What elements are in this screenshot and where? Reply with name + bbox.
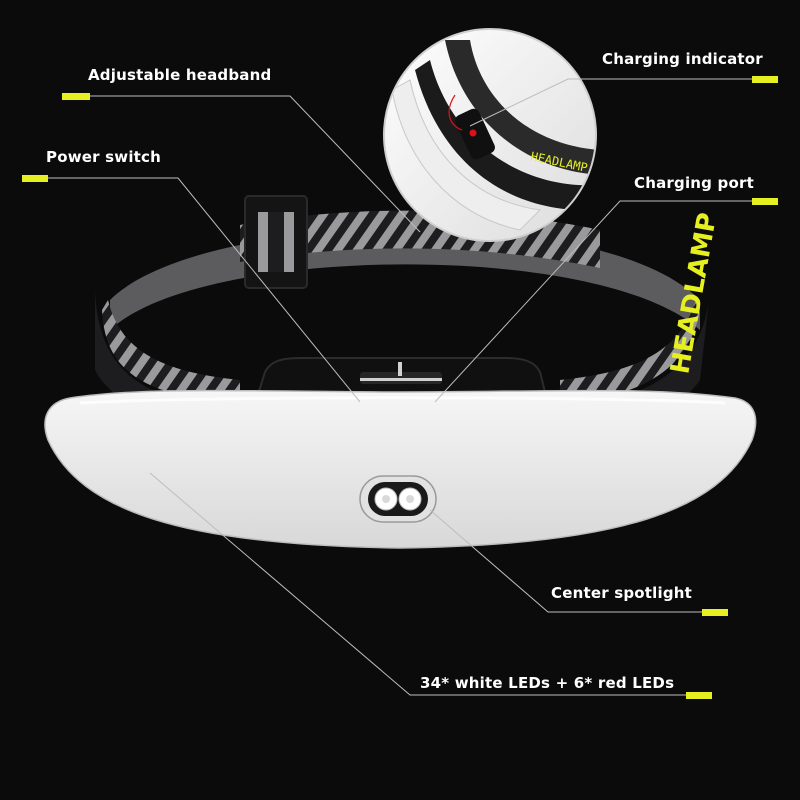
marker-power xyxy=(22,175,48,182)
marker-leds xyxy=(686,692,712,699)
leader-headband xyxy=(90,95,421,233)
label-center-spotlight: Center spotlight xyxy=(551,584,693,602)
leader-lines xyxy=(48,78,778,696)
marker-headband xyxy=(62,93,90,100)
headband-buckle xyxy=(244,195,308,289)
headband-back xyxy=(110,210,700,330)
lamp-body xyxy=(44,389,757,549)
label-power-switch: Power switch xyxy=(46,148,162,166)
charging-indicator-inset: HEADLAMP xyxy=(383,28,597,242)
label-charging-indicator: Charging indicator xyxy=(602,50,763,68)
leader-leds xyxy=(149,472,712,696)
leader-port xyxy=(434,200,778,403)
leader-power xyxy=(48,177,361,403)
marker-port xyxy=(752,198,778,205)
label-leds: 34* white LEDs + 6* red LEDs xyxy=(420,674,675,692)
label-charging-port: Charging port xyxy=(634,174,754,192)
leader-indicator xyxy=(469,78,778,127)
center-spotlight xyxy=(359,475,437,523)
accent-markers xyxy=(22,76,778,699)
label-adjustable-headband: Adjustable headband xyxy=(88,66,272,84)
marker-spotlight xyxy=(702,609,728,616)
leader-spotlight xyxy=(429,509,728,613)
marker-indicator xyxy=(752,76,778,83)
